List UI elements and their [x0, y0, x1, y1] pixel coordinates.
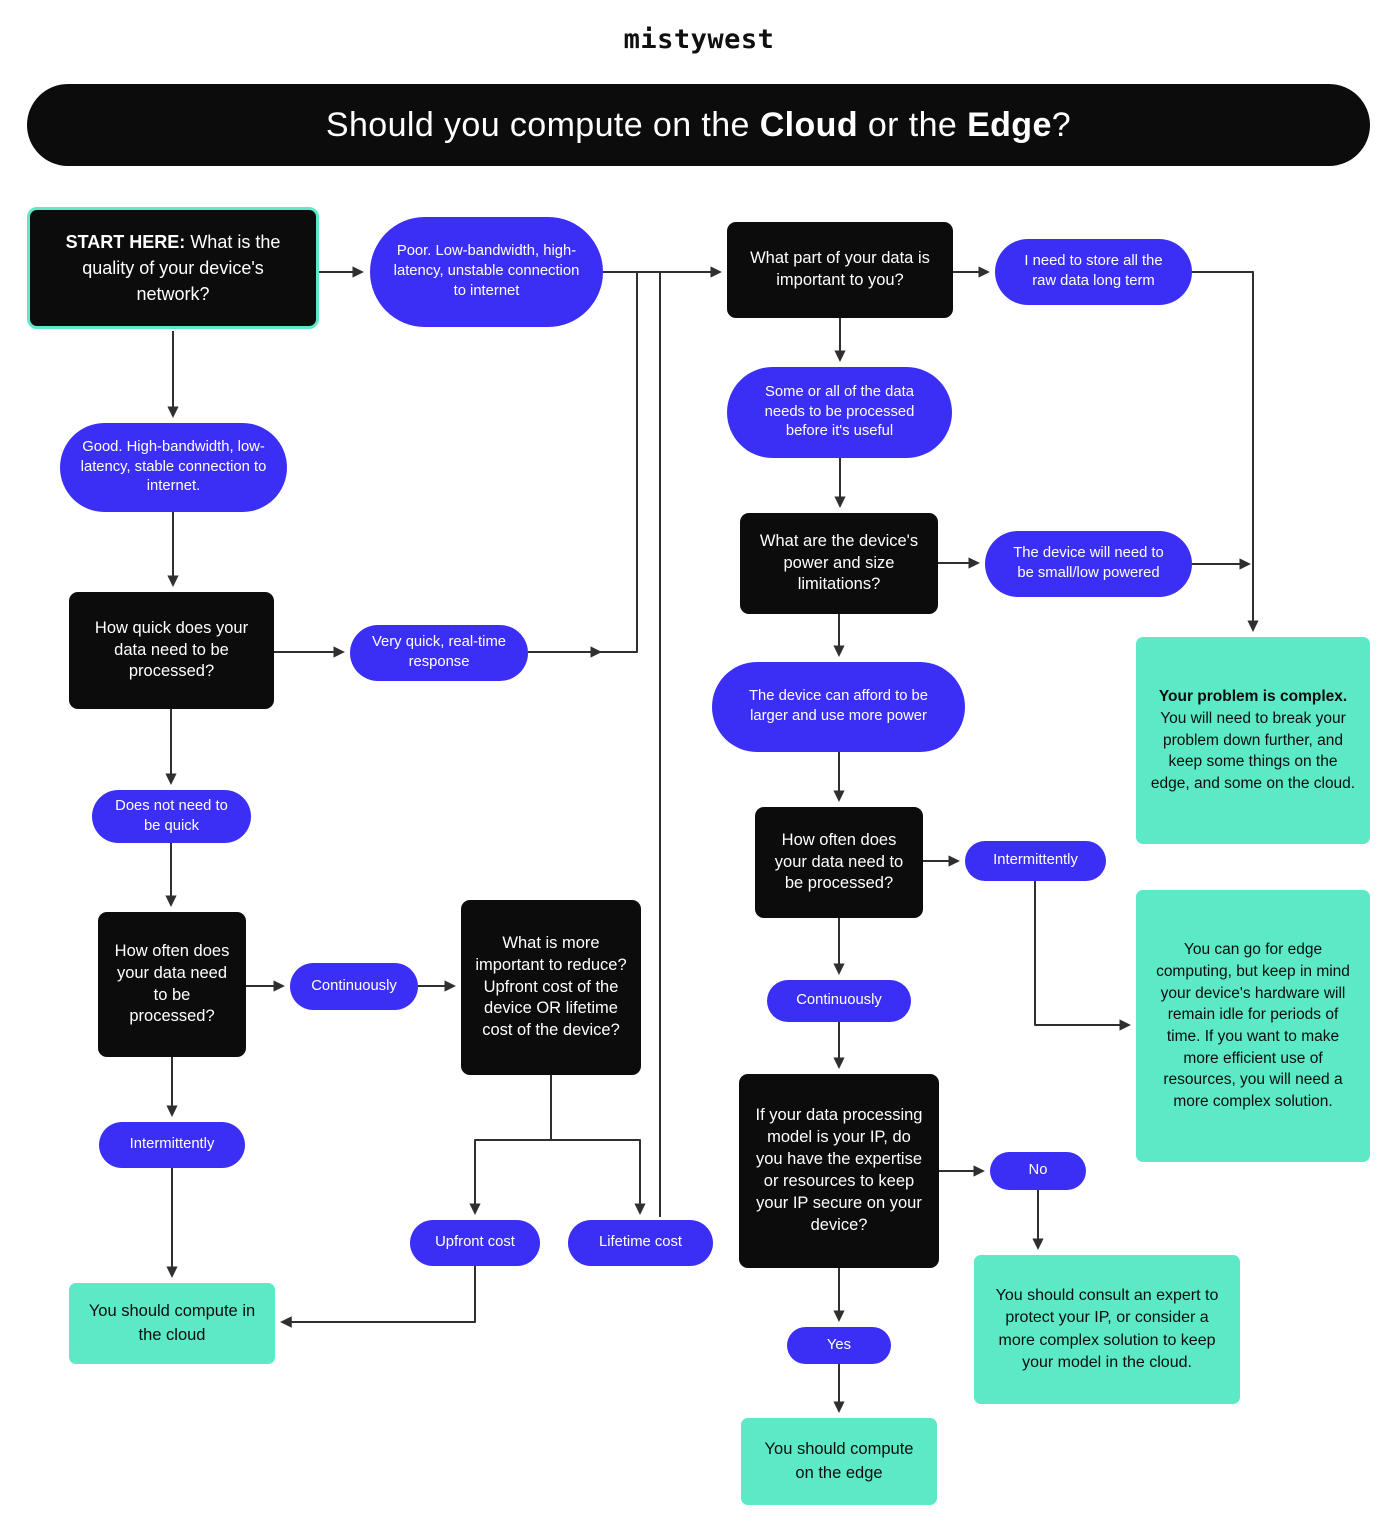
node-result-compute-edge: You should compute on the edge [741, 1418, 937, 1505]
node-continuously-right: Continuously [767, 980, 911, 1022]
node-larger-power: The device can afford to be larger and u… [712, 662, 965, 752]
start-here-bold: START HERE: [65, 231, 186, 252]
node-upfront-cost: Upfront cost [410, 1220, 540, 1266]
node-small-low-power: The device will need to be small/low pow… [985, 531, 1192, 597]
title-bold-cloud: Cloud [759, 105, 859, 144]
node-some-or-all: Some or all of the data needs to be proc… [727, 367, 952, 458]
problem-complex-bold: Your problem is complex. [1158, 688, 1348, 706]
edge-split-to-upfront [469, 1139, 551, 1215]
edge-split-to-lifetime [551, 1139, 646, 1215]
title-text: ? [1051, 105, 1072, 144]
node-power-size: What are the device's power and size lim… [740, 513, 938, 614]
mistywest-logo: mistywest [623, 24, 775, 55]
node-start: START HERE: What is the quality of your … [27, 207, 319, 329]
title-banner: Should you compute on the Cloud or the E… [27, 84, 1370, 166]
node-intermittently-right: Intermittently [965, 841, 1106, 881]
title-text: or the [858, 105, 968, 144]
node-how-quick: How quick does your data need to be proc… [69, 592, 274, 709]
node-yes: Yes [787, 1327, 891, 1364]
node-result-consult-expert: You should consult an expert to protect … [974, 1255, 1240, 1404]
node-not-quick: Does not need to be quick [92, 790, 251, 843]
edge-veryquick-join [598, 273, 638, 653]
node-lifetime-cost: Lifetime cost [568, 1220, 713, 1266]
node-store-raw: I need to store all the raw data long te… [995, 239, 1192, 305]
title-bold-edge: Edge [967, 105, 1052, 144]
node-result-edge-idle: You can go for edge computing, but keep … [1136, 890, 1370, 1162]
start-here-text: What is the quality of your device's net… [82, 231, 281, 305]
node-intermittently-left: Intermittently [99, 1122, 245, 1168]
problem-complex-text: You will need to break your problem down… [1150, 709, 1356, 793]
node-poor-connection: Poor. Low-bandwidth, high-latency, unsta… [370, 217, 603, 327]
node-how-often-right: How often does your data need to be proc… [755, 807, 923, 918]
node-result-problem-complex-label: Your problem is complex. You will need t… [1150, 686, 1356, 794]
node-no: No [990, 1152, 1086, 1190]
node-result-compute-cloud: You should compute in the cloud [69, 1283, 275, 1364]
node-continuously-left: Continuously [290, 963, 418, 1010]
node-result-problem-complex: Your problem is complex. You will need t… [1136, 637, 1370, 844]
node-start-label: START HERE: What is the quality of your … [46, 229, 300, 307]
node-how-often-left: How often does your data need to be proc… [98, 912, 246, 1057]
edge-upfront-to-cloud [280, 1266, 476, 1328]
title-text: Should you compute on the [325, 105, 760, 144]
node-what-reduce: What is more important to reduce? Upfron… [461, 900, 641, 1075]
edge-intermittently-right-to-edgeidle [1034, 881, 1131, 1031]
node-what-part: What part of your data is important to y… [727, 222, 953, 318]
node-very-quick: Very quick, real-time response [350, 625, 528, 681]
node-good-connection: Good. High-bandwidth, low-latency, stabl… [60, 423, 287, 512]
node-ip-secure: If your data processing model is your IP… [739, 1074, 939, 1268]
edge-storeraw-to-complex [1192, 271, 1259, 632]
